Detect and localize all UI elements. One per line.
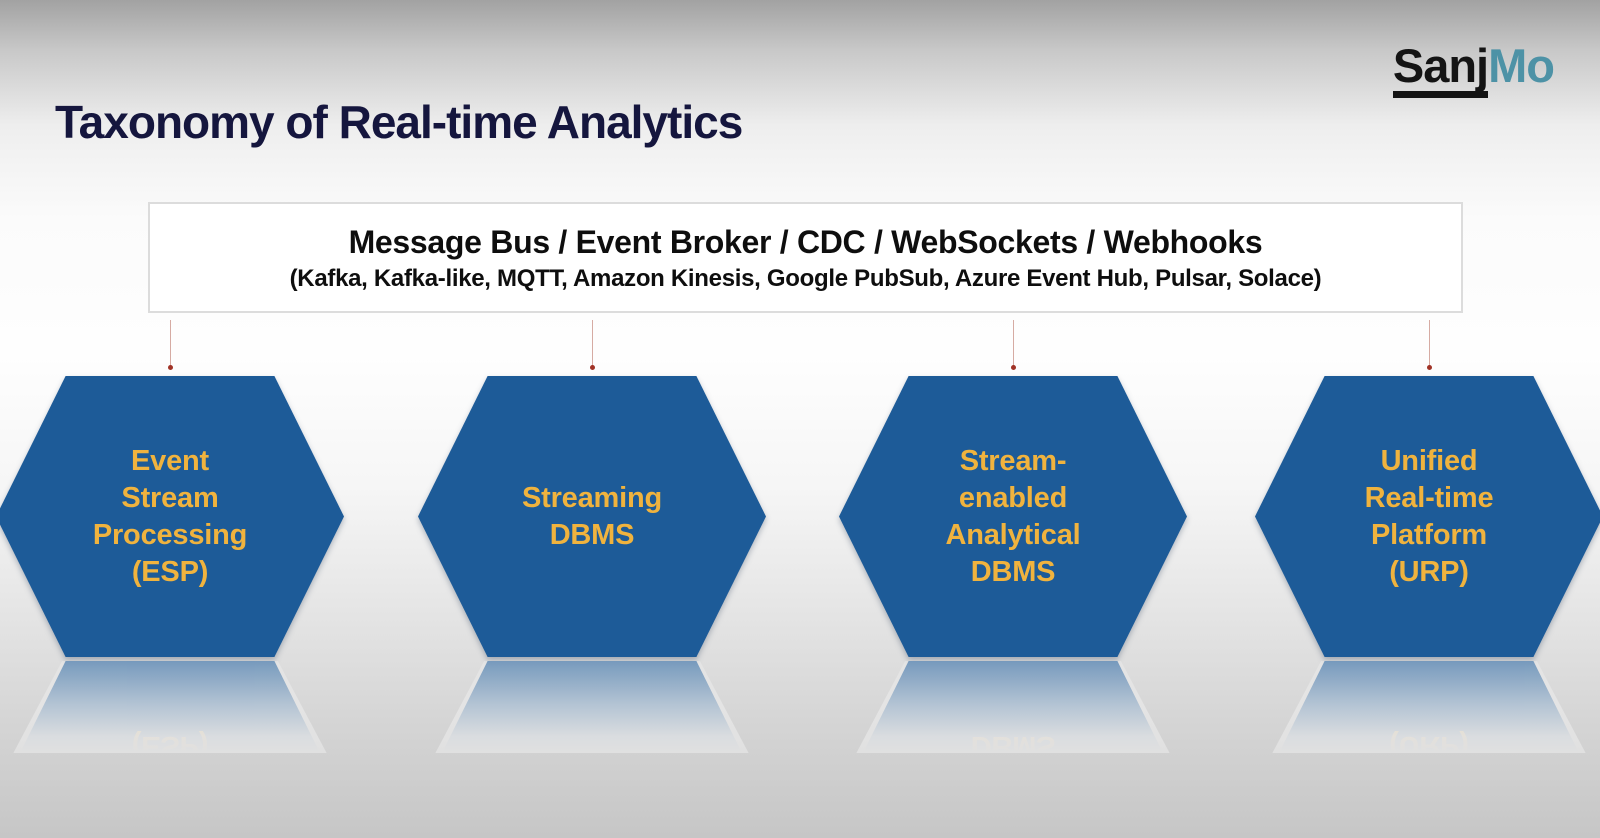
logo-text-mo: Mo bbox=[1488, 39, 1555, 92]
hexagon-streaming-dbms: Streaming DBMS bbox=[418, 376, 766, 657]
reflection-fade bbox=[1272, 661, 1586, 753]
hexagon-label-line: Stream- bbox=[959, 444, 1067, 477]
connector-arrow-analytical-dbms bbox=[1011, 320, 1016, 370]
hexagon-event-stream-processing: Event Stream Processing (ESP) bbox=[0, 376, 344, 657]
logo-text-sanj: Sanj bbox=[1392, 41, 1489, 99]
reflection-fade bbox=[856, 661, 1170, 753]
hexagon-label-line: Unified bbox=[1380, 444, 1478, 477]
hexagon-unified-real-time-platform: Unified Real-time Platform (URP) bbox=[1255, 376, 1600, 657]
hexagon-label-line: DBMS bbox=[970, 555, 1056, 588]
hexagon-label-line: (ESP) bbox=[131, 555, 209, 588]
connector-arrow-urp bbox=[1427, 320, 1432, 370]
hexagon-label-line: Real-time bbox=[1364, 481, 1494, 514]
hexagon-label-line: Event bbox=[131, 444, 209, 477]
reflection-fade bbox=[435, 661, 749, 753]
hexagon-shape: Event Stream Processing (ESP) bbox=[0, 376, 344, 657]
hexagon-label-line: Stream bbox=[121, 481, 219, 514]
hexagon-label-line: DBMS bbox=[549, 518, 635, 551]
page-title: Taxonomy of Real-time Analytics bbox=[55, 96, 743, 148]
connector-arrow-esp bbox=[168, 320, 173, 370]
hexagon-label-line: Analytical bbox=[945, 518, 1081, 551]
message-bus-box: Message Bus / Event Broker / CDC / WebSo… bbox=[148, 202, 1463, 313]
hexagon-shape: Streaming DBMS bbox=[418, 376, 766, 657]
hexagon-reflection: Streaming DBMS bbox=[418, 661, 766, 753]
hexagon-reflection: Unified Real-time Platform (URP) bbox=[1255, 661, 1600, 753]
hexagon-shape: Unified Real-time Platform (URP) bbox=[1255, 376, 1600, 657]
hexagon-label-line: (URP) bbox=[1389, 555, 1469, 588]
hexagon-reflection: Stream- enabled Analytical DBMS bbox=[839, 661, 1187, 753]
arrowhead-icon bbox=[1011, 365, 1016, 370]
hexagon-reflection: Event Stream Processing (ESP) bbox=[0, 661, 344, 753]
hexagon-label: Stream- enabled Analytical DBMS bbox=[946, 443, 1081, 591]
message-bus-examples: (Kafka, Kafka-like, MQTT, Amazon Kinesis… bbox=[289, 264, 1322, 292]
sanjmo-logo: SanjMo bbox=[1392, 38, 1555, 99]
hexagon-label-line: Streaming bbox=[521, 481, 662, 514]
hexagon-label: Streaming DBMS bbox=[522, 480, 662, 554]
hexagon-label-line: enabled bbox=[958, 481, 1068, 514]
reflection-fade bbox=[13, 661, 327, 753]
hexagon-stream-enabled-analytical-dbms: Stream- enabled Analytical DBMS bbox=[839, 376, 1187, 657]
hexagon-label: Unified Real-time Platform (URP) bbox=[1365, 443, 1494, 591]
hexagon-shape: Stream- enabled Analytical DBMS bbox=[839, 376, 1187, 657]
arrowhead-icon bbox=[168, 365, 173, 370]
arrowhead-icon bbox=[1427, 365, 1432, 370]
hexagon-label-line: Platform bbox=[1370, 518, 1488, 551]
connector-arrow-streaming-dbms bbox=[590, 320, 595, 370]
arrowhead-icon bbox=[590, 365, 595, 370]
hexagon-label-line: Processing bbox=[92, 518, 248, 551]
hexagon-label: Event Stream Processing (ESP) bbox=[92, 443, 248, 591]
message-bus-heading: Message Bus / Event Broker / CDC / WebSo… bbox=[348, 223, 1263, 260]
